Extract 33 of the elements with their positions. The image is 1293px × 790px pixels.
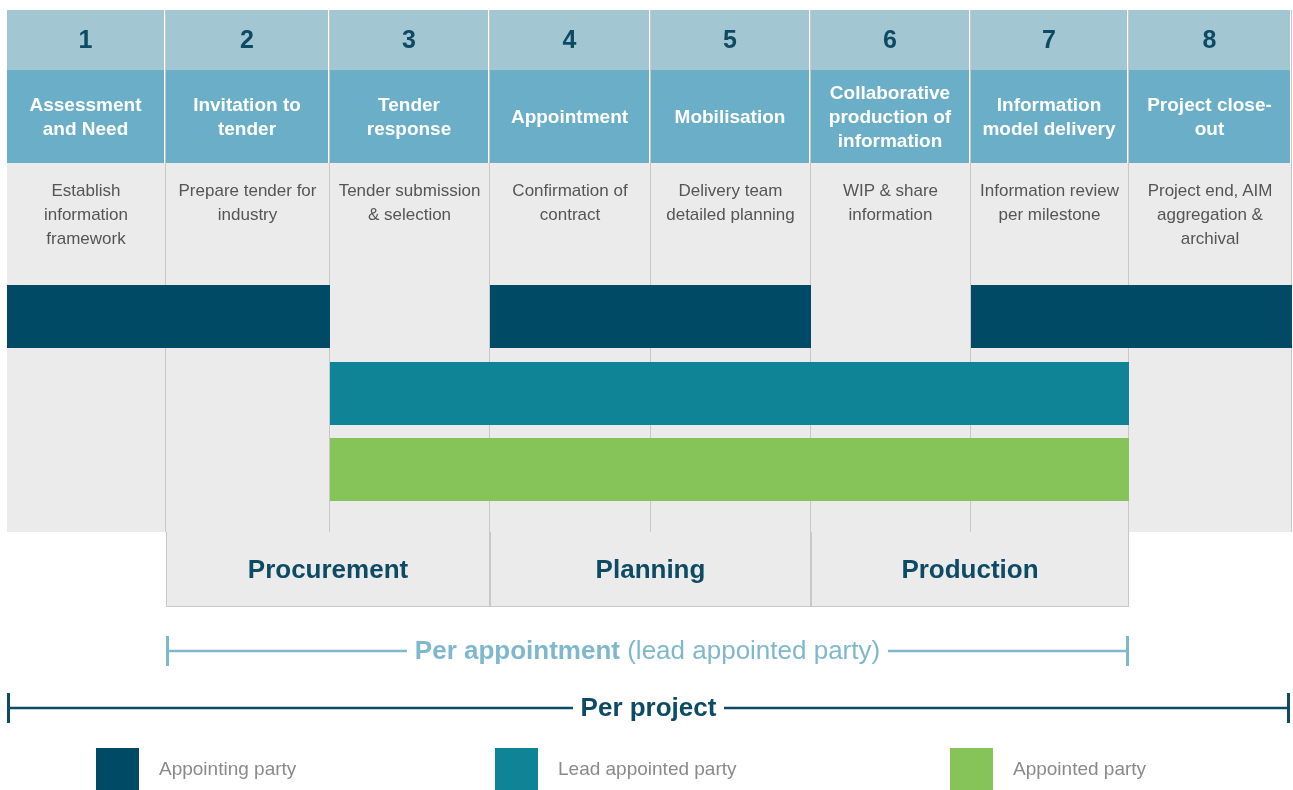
stage-description: WIP & share information — [841, 180, 940, 226]
phase-label: Procurement — [247, 552, 409, 586]
stage-description: Establish information framework — [42, 180, 130, 250]
phase-label: Planning — [595, 552, 706, 586]
stage-title: Invitation to tender — [192, 92, 302, 141]
stage-description: Project end, AIM aggregation & archival — [1146, 180, 1274, 250]
stage-number: 8 — [1202, 24, 1217, 56]
stage-description: Information review per milestone — [979, 180, 1120, 226]
stage-number: 7 — [1042, 24, 1056, 56]
stage-title: Assessment and Need — [28, 92, 143, 141]
stage-title: Information model delivery — [981, 92, 1117, 141]
phase-band — [811, 532, 1129, 607]
stage-title: Collaborative production of information — [827, 80, 953, 153]
phase-band — [490, 532, 811, 607]
stage-description: Prepare tender for industry — [177, 180, 318, 226]
stage-number: 3 — [402, 24, 416, 56]
legend-label: Appointing party — [159, 756, 297, 781]
stage-description: Tender submission & selection — [337, 180, 482, 226]
stage-description: Confirmation of contract — [511, 180, 629, 226]
stage-description: Delivery team detailed planning — [665, 180, 796, 226]
stage-title: Project close-out — [1146, 92, 1273, 141]
stage-number: 5 — [723, 24, 737, 56]
phase-label: Production — [901, 552, 1039, 586]
stage-number: 2 — [240, 24, 254, 56]
phase-band — [166, 532, 490, 607]
stage-number: 6 — [883, 24, 897, 56]
stage-number: 1 — [78, 24, 93, 56]
stage-title: Appointment — [510, 104, 629, 129]
stage-title: Mobilisation — [674, 104, 786, 129]
legend-label: Lead appointed party — [558, 756, 737, 781]
stage-title: Tender response — [365, 92, 453, 141]
legend-label: Appointed party — [1013, 756, 1147, 781]
stage-number: 4 — [562, 24, 577, 56]
